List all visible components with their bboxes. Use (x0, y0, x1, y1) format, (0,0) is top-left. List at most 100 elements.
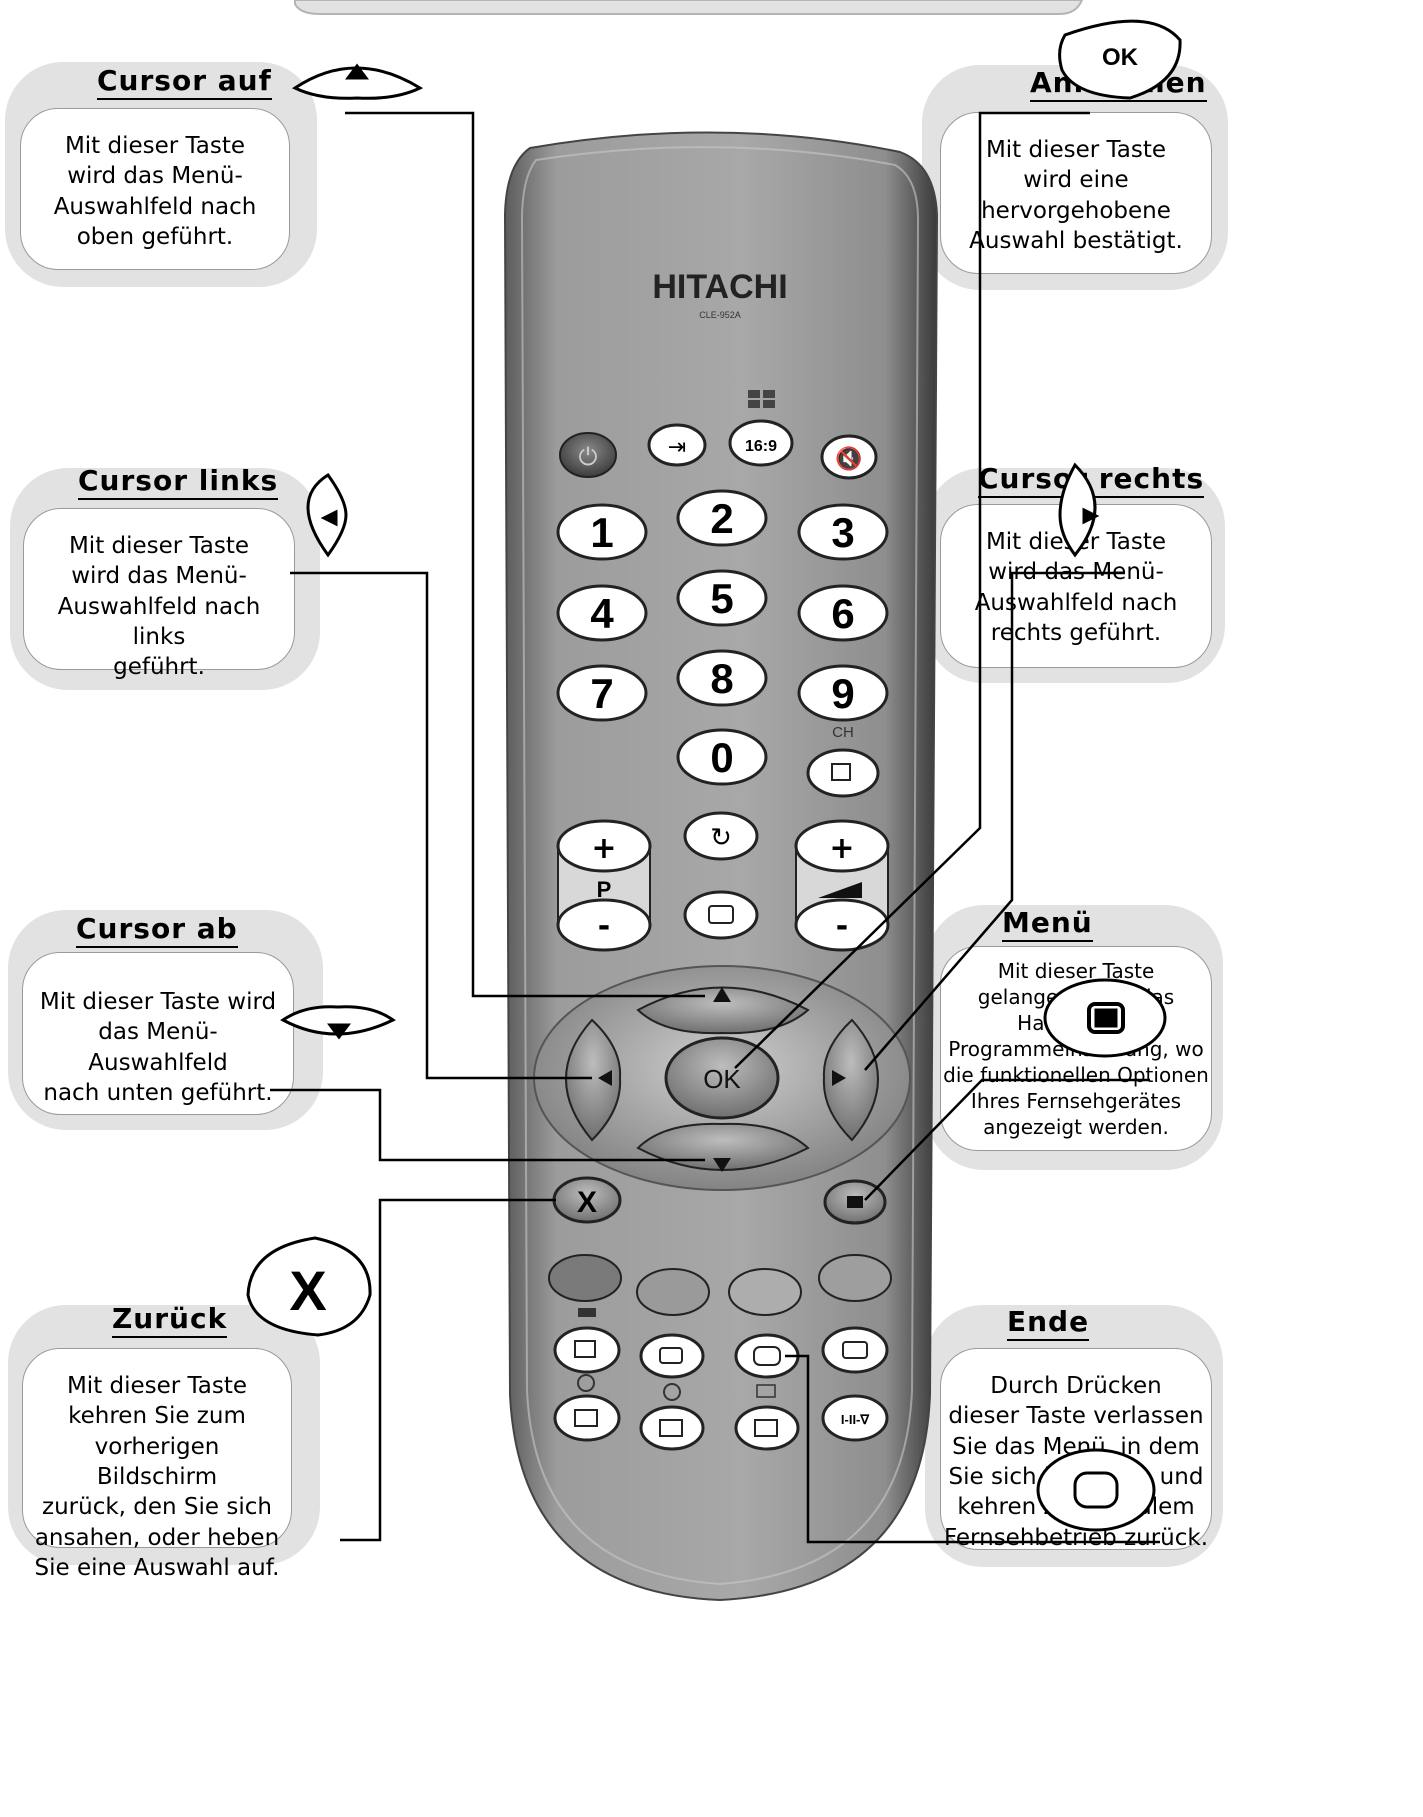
sound-mode-label: I-II-∇ (841, 1412, 870, 1427)
mute-button[interactable] (820, 434, 878, 480)
ch-label: CH (832, 724, 854, 741)
arrow-right-icon (832, 1070, 846, 1086)
key-8[interactable] (676, 649, 768, 707)
card-cursor-left: Mit dieser Taste wird das Menü- Auswahlf… (23, 508, 295, 680)
key-7[interactable] (556, 664, 648, 722)
line-cursor-right (864, 571, 1125, 1071)
top-row: ⏻ ⇥ 16:9 🔇 (559, 390, 878, 480)
sound-mode-button[interactable] (821, 1394, 889, 1442)
navigation-pad: OK (533, 965, 911, 1191)
title-cursor-up: Cursor auf (97, 64, 272, 100)
line-end (785, 1354, 1160, 1544)
arrow-down-icon (713, 1158, 731, 1172)
arrow-left-icon (320, 509, 338, 527)
key-1[interactable] (556, 503, 648, 561)
key-0[interactable] (676, 728, 768, 786)
cursor-down-button[interactable] (636, 1122, 810, 1171)
aspect-button[interactable] (728, 419, 794, 467)
cursor-down-key-icon (280, 1005, 396, 1036)
aspect-label: 16:9 (745, 438, 777, 455)
teletext-icon (754, 1419, 778, 1437)
card-accept: Mit dieser Taste wird eine hervorgehoben… (940, 112, 1212, 274)
minus-label: - (836, 909, 848, 944)
page-icon (756, 1384, 776, 1398)
description: Mit dieser Taste wird eine hervorgehoben… (969, 137, 1183, 255)
ch-teletext-button[interactable] (806, 748, 880, 798)
key-2[interactable] (676, 489, 768, 547)
ok-key-icon (1058, 19, 1182, 100)
arrow-up-icon (345, 63, 369, 80)
x-icon-label: X (289, 1259, 326, 1322)
program-up-button[interactable] (556, 819, 652, 873)
teletext-icon (574, 1340, 596, 1358)
program-down-button[interactable] (556, 898, 652, 952)
input-button[interactable] (647, 423, 707, 467)
green-key[interactable] (636, 1268, 710, 1316)
power-icon: ⏻ (579, 443, 598, 471)
remote-body (503, 131, 939, 1602)
clock-icon (663, 1383, 681, 1401)
teletext-icon (842, 1341, 868, 1359)
tt-reveal-button[interactable] (553, 1394, 621, 1442)
swap-button[interactable] (683, 811, 759, 861)
digit-label: 2 (710, 495, 733, 542)
digit-label: 1 (590, 509, 613, 556)
arrow-right-icon (1082, 507, 1100, 525)
line-cursor-left (290, 571, 592, 1080)
p-label: P (597, 877, 612, 902)
title-end: Ende (1007, 1305, 1090, 1341)
brand-logo: HITACHI (652, 268, 787, 306)
teletext-icon (708, 905, 734, 924)
key-3[interactable] (797, 503, 889, 561)
cursor-right-key-icon (1058, 462, 1097, 558)
arrow-left-icon (598, 1070, 612, 1086)
tt-text-button[interactable] (821, 1326, 889, 1374)
card-back: Mit dieser Taste kehren Sie zum vorherig… (22, 1348, 292, 1581)
key-5[interactable] (676, 569, 768, 627)
yellow-key[interactable] (728, 1268, 802, 1316)
ok-label: OK (703, 1064, 741, 1094)
key-6[interactable] (797, 584, 889, 642)
plus-label: + (591, 831, 616, 866)
cursor-right-button[interactable] (822, 1018, 879, 1142)
volume-rocker: + - (794, 819, 890, 952)
exit-icon (753, 1346, 781, 1366)
key-9[interactable] (797, 664, 889, 722)
cursor-left-button[interactable] (565, 1018, 622, 1142)
mute-icon: 🔇 (835, 446, 862, 472)
volume-up-button[interactable] (794, 819, 890, 873)
power-button[interactable] (559, 432, 617, 478)
subtitle-icon (659, 1347, 683, 1364)
title-back: Zurück (112, 1302, 228, 1338)
description: Mit dieser Taste wird das Menü- Auswahlf… (53, 133, 257, 251)
callout-icons (246, 19, 1182, 1532)
line-cursor-down (270, 1088, 705, 1162)
tt-hold-button[interactable] (553, 1326, 621, 1374)
ok-button[interactable] (664, 1036, 780, 1120)
reveal-icon (577, 1374, 595, 1392)
leader-lines (270, 111, 1160, 1544)
menu-fill-icon (1094, 1008, 1118, 1028)
teletext-button[interactable] (683, 890, 759, 940)
volume-down-button[interactable] (794, 898, 890, 952)
blue-key[interactable] (818, 1254, 892, 1302)
ok-icon-label: OK (1102, 44, 1139, 71)
cursor-up-button[interactable] (636, 986, 810, 1035)
back-key-icon (246, 1236, 372, 1337)
digit-label: 0 (710, 734, 733, 781)
x-label: X (577, 1186, 597, 1219)
tt-time-button[interactable] (639, 1405, 705, 1451)
description: Mit dieser Taste wird das Menü- Auswahlf… (57, 533, 261, 681)
minus-label: - (598, 909, 610, 944)
digit-label: 3 (831, 509, 854, 556)
title-menu: Menü (1002, 906, 1093, 942)
digit-label: 7 (590, 670, 613, 717)
teletext-keys: I-II-∇ (553, 1308, 889, 1451)
tt-index-button[interactable] (734, 1405, 800, 1451)
tt-subtitle-button[interactable] (639, 1333, 705, 1379)
card-cursor-up: Mit dieser Taste wird das Menü- Auswahlf… (20, 108, 290, 270)
volume-icon (818, 882, 862, 898)
red-key[interactable] (548, 1254, 622, 1302)
key-4[interactable] (556, 584, 648, 642)
